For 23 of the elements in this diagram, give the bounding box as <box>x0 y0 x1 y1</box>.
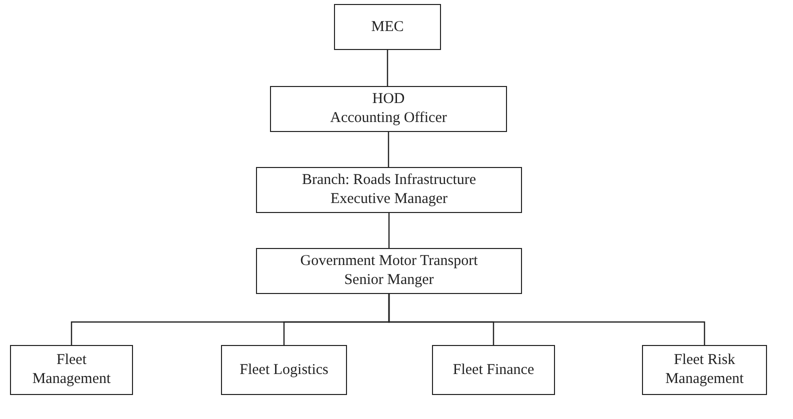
org-box <box>10 345 133 395</box>
box-label: Senior Manger <box>344 271 434 290</box>
org-box <box>256 167 522 213</box>
box-label: Fleet Logistics <box>240 360 328 380</box>
org-box <box>642 345 767 395</box>
org-box <box>270 86 507 132</box>
box-label: Fleet Finance <box>452 360 534 380</box>
box-label: Fleet Management <box>31 351 112 389</box>
org-box <box>432 345 555 395</box>
box-label: MEC <box>371 18 404 36</box>
box-label: Executive Manager <box>330 190 448 209</box>
connector-line <box>388 213 390 248</box>
box-label: Branch: Roads Infrastructure <box>302 171 476 190</box>
connector-line <box>386 50 388 86</box>
box-label: Fleet Risk Management <box>664 351 745 389</box>
org-box <box>256 248 522 294</box>
box-label: Accounting Officer <box>330 109 447 128</box>
org-box <box>334 4 441 50</box>
connector-line <box>388 132 390 167</box>
box-label: HOD <box>372 90 405 109</box>
org-box <box>221 345 347 395</box>
connector-line <box>388 294 706 345</box>
box-label: Government Motor Transport <box>300 252 478 271</box>
